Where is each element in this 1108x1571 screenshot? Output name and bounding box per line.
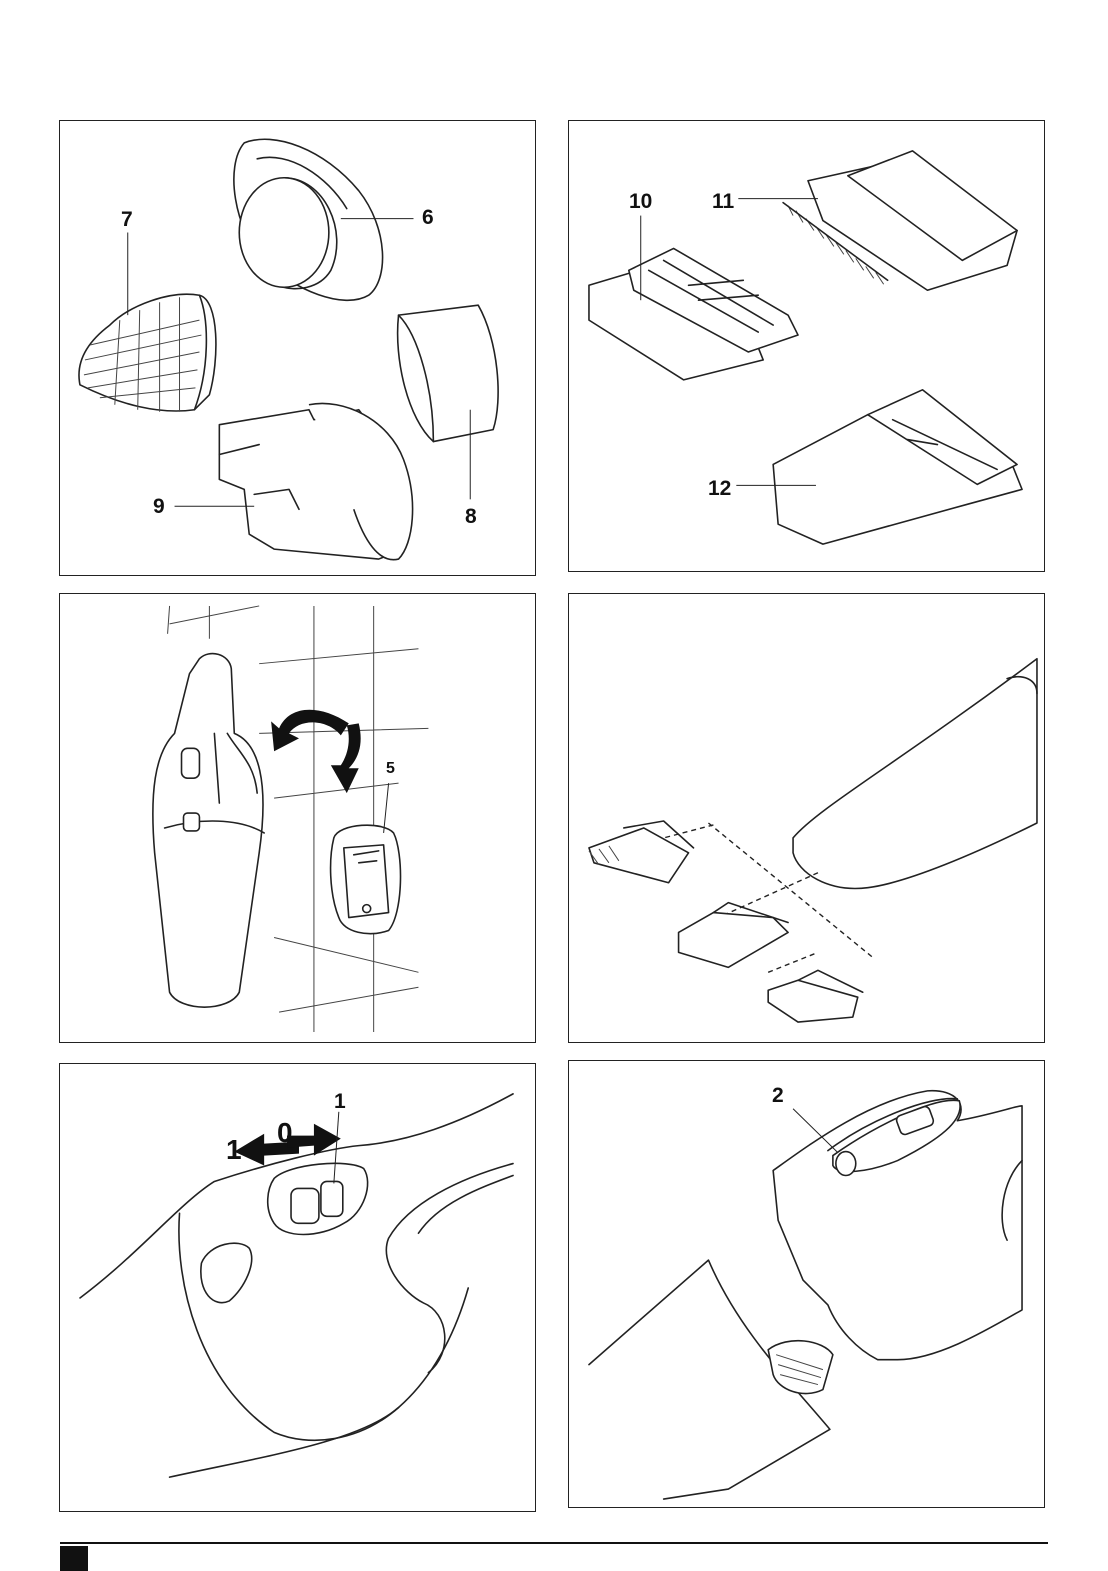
figure-release-button: 2 xyxy=(568,1060,1045,1508)
callout-9: 9 xyxy=(153,496,165,517)
figure-attach-accessories xyxy=(568,593,1045,1043)
callout-10: 10 xyxy=(629,191,652,212)
switch-position-on: 1 xyxy=(226,1136,242,1164)
callout-2: 2 xyxy=(772,1085,784,1106)
release-button-illustration xyxy=(569,1061,1044,1507)
attach-accessories-illustration xyxy=(569,594,1044,1042)
footer-rule xyxy=(60,1542,1048,1544)
page-marker-block xyxy=(60,1546,88,1571)
callout-12: 12 xyxy=(708,478,731,499)
wall-mount-illustration xyxy=(60,594,535,1042)
switch-position-off: 0 xyxy=(277,1119,293,1147)
callout-7: 7 xyxy=(121,209,133,230)
callout-6: 6 xyxy=(422,207,434,228)
on-off-switch-illustration xyxy=(60,1064,535,1511)
callout-8: 8 xyxy=(465,506,477,527)
filter-assembly-illustration xyxy=(60,121,535,575)
accessories-illustration xyxy=(569,121,1044,571)
figure-wall-mount: 5 xyxy=(59,593,536,1043)
callout-1-switch: 1 xyxy=(334,1091,346,1112)
figure-filter-assembly: 6 7 8 9 xyxy=(59,120,536,576)
callout-11: 11 xyxy=(712,191,734,212)
figure-on-off-switch: 1 1 0 xyxy=(59,1063,536,1512)
callout-5: 5 xyxy=(386,761,395,777)
figure-accessories: 10 11 12 xyxy=(568,120,1045,572)
